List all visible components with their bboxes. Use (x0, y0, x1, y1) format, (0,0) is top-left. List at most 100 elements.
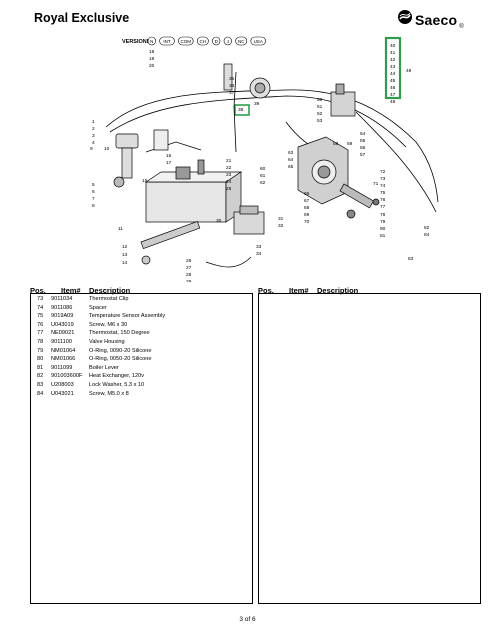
callout-number: 42 (390, 57, 396, 63)
item-cell: U043019 (51, 321, 74, 328)
callout-number: 23 (226, 172, 232, 178)
callout-number: 47 (390, 92, 396, 98)
callout-number: 25 (226, 186, 232, 192)
callout-number: 84 (424, 232, 430, 238)
col-pos-header-right: Pos. (258, 286, 274, 295)
heat-exchanger (297, 136, 349, 205)
item-cell: 9011034 (51, 296, 73, 302)
description-cell: Thermostat Clip (89, 296, 129, 302)
description-cell: Spacer (89, 304, 107, 311)
callout-number: 32 (278, 223, 284, 229)
callout-number: 28 (186, 272, 192, 278)
pos-cell: 82 (37, 373, 44, 380)
callout-number: 62 (260, 180, 266, 186)
callout-number: 3 (92, 133, 95, 139)
callout-number: 64 (288, 157, 294, 163)
callout-number: 11 (118, 226, 123, 232)
item-cell: 9019A09 (51, 313, 74, 320)
item-cell: 9011100 (51, 339, 72, 345)
callout-number: 70 (304, 219, 310, 225)
callout-number: 18 (149, 49, 155, 55)
callout-number: 39 (254, 101, 260, 107)
callout-number: 26 (186, 258, 192, 264)
callout-number: 17 (166, 160, 172, 166)
version-pill-label: NC (238, 39, 245, 44)
item-cell: U208003 (51, 382, 74, 388)
pos-cell: 75 (37, 313, 44, 320)
callout-number: 83 (408, 256, 414, 262)
callout-number: 78 (380, 212, 386, 218)
description-cell: Thermostat, 150 Degree (89, 330, 150, 337)
col-desc-header-left: Description (89, 286, 131, 295)
description-cell: Screw, M5.0 x 8 (89, 390, 129, 397)
callout-number: 34 (256, 251, 262, 257)
item-cell: NE09021 (51, 330, 75, 337)
pressure-switch (330, 83, 356, 117)
item-cell: NM01066 (51, 356, 76, 363)
callout-number: 80 (380, 226, 386, 232)
highlight-bracket-mid (234, 104, 250, 116)
shower-screen (223, 63, 271, 99)
pos-cell: 73 (37, 296, 44, 302)
highlight-bracket-top (384, 36, 402, 100)
version-pill-label: J (227, 39, 229, 44)
brand-icon (397, 9, 413, 30)
pos-cell: 83 (37, 382, 44, 388)
callout-number: 76 (380, 197, 386, 203)
callout-number: 81 (380, 233, 386, 239)
pos-cell: 77 (37, 330, 44, 337)
item-cell: 901003600F (51, 373, 83, 380)
callout-number: 55 (360, 138, 366, 144)
table-row: 80 NM01066 O-Ring, 0050-20 Silicone (31, 356, 254, 365)
callout-number: 67 (304, 198, 310, 204)
pos-cell: 79 (37, 347, 44, 354)
page-title: Royal Exclusive (34, 11, 130, 25)
callout-number: 27 (186, 265, 192, 271)
callout-number: 20 (149, 63, 155, 69)
callout-number: 52 (317, 111, 323, 117)
callout-number: 46 (390, 85, 396, 91)
description-cell: Temperature Sensor Assembly (89, 313, 166, 320)
callout-number: 9 (90, 146, 93, 152)
callout-number: 41 (390, 50, 396, 56)
callout-number: 36 (229, 83, 235, 89)
callout-number: 63 (288, 150, 294, 156)
description-cell: O-Ring, 0050-20 Silicone (89, 356, 152, 363)
callout-number: 16 (166, 153, 172, 159)
callout-number: 53 (317, 118, 323, 124)
callout-number: 13 (122, 252, 128, 258)
callout-number: 6 (92, 189, 95, 195)
page-number: 3 of 6 (239, 616, 256, 623)
callout-number: 2 (92, 126, 95, 132)
callout-number: 57 (360, 152, 366, 158)
version-pill (235, 36, 248, 46)
callout-number: 38 (238, 107, 244, 113)
pos-cell: 74 (37, 304, 44, 311)
version-pill (196, 36, 209, 46)
callout-number: 75 (380, 190, 386, 196)
callout-number: 58 (333, 141, 339, 147)
parts-table-right (258, 293, 481, 604)
callout-number: 1 (92, 119, 95, 125)
callout-number: 51 (317, 104, 323, 110)
version-pill (159, 36, 175, 46)
steam-wand (140, 221, 252, 268)
callout-number: 82 (424, 225, 430, 231)
callout-number: 31 (278, 216, 284, 222)
callout-number: 12 (122, 244, 128, 250)
version-pill (212, 36, 221, 46)
callout-number: 15 (142, 178, 148, 184)
version-pill-label: CH (200, 39, 207, 44)
pos-cell: 80 (37, 356, 44, 363)
callout-number: 30 (216, 218, 222, 224)
col-pos-header-left: Pos. (30, 286, 46, 295)
